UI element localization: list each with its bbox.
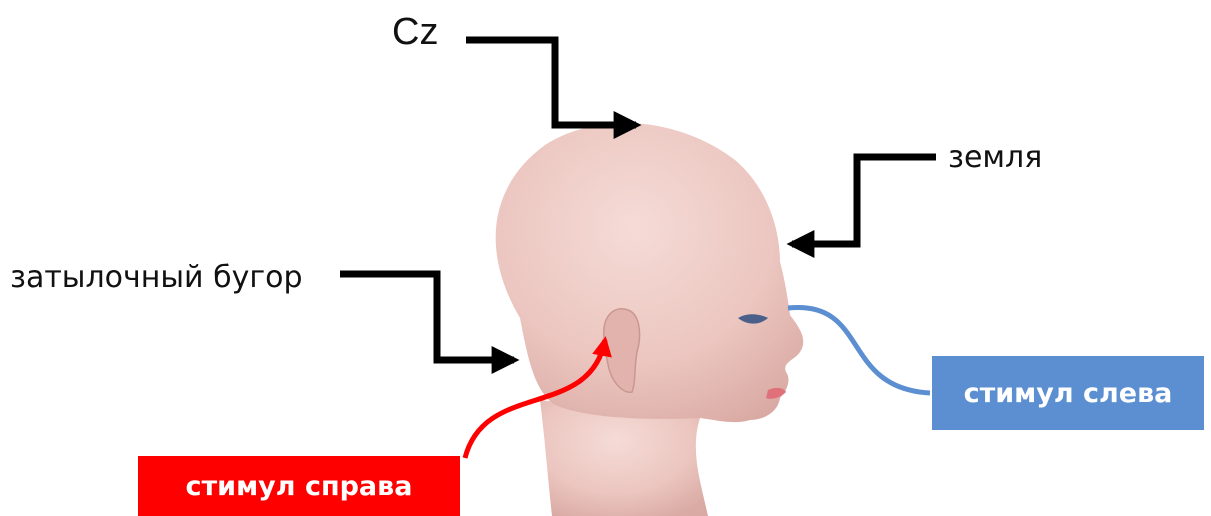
occipital-pointer (340, 274, 514, 360)
stim-left-box: стимул слева (932, 356, 1204, 430)
occipital-label: затылочный бугор (10, 258, 303, 298)
mannequin-head (496, 123, 804, 516)
stim-left-label: стимул слева (964, 378, 1173, 409)
ground-label: земля (948, 138, 1042, 178)
ground-pointer (792, 157, 936, 244)
stim-right-label: стимул справа (186, 471, 413, 502)
stim-right-box: стимул справа (138, 456, 460, 516)
cz-pointer (466, 40, 636, 125)
cz-label: Cz (392, 10, 438, 54)
head-shape (496, 123, 804, 422)
stim-left-wire (788, 307, 930, 393)
